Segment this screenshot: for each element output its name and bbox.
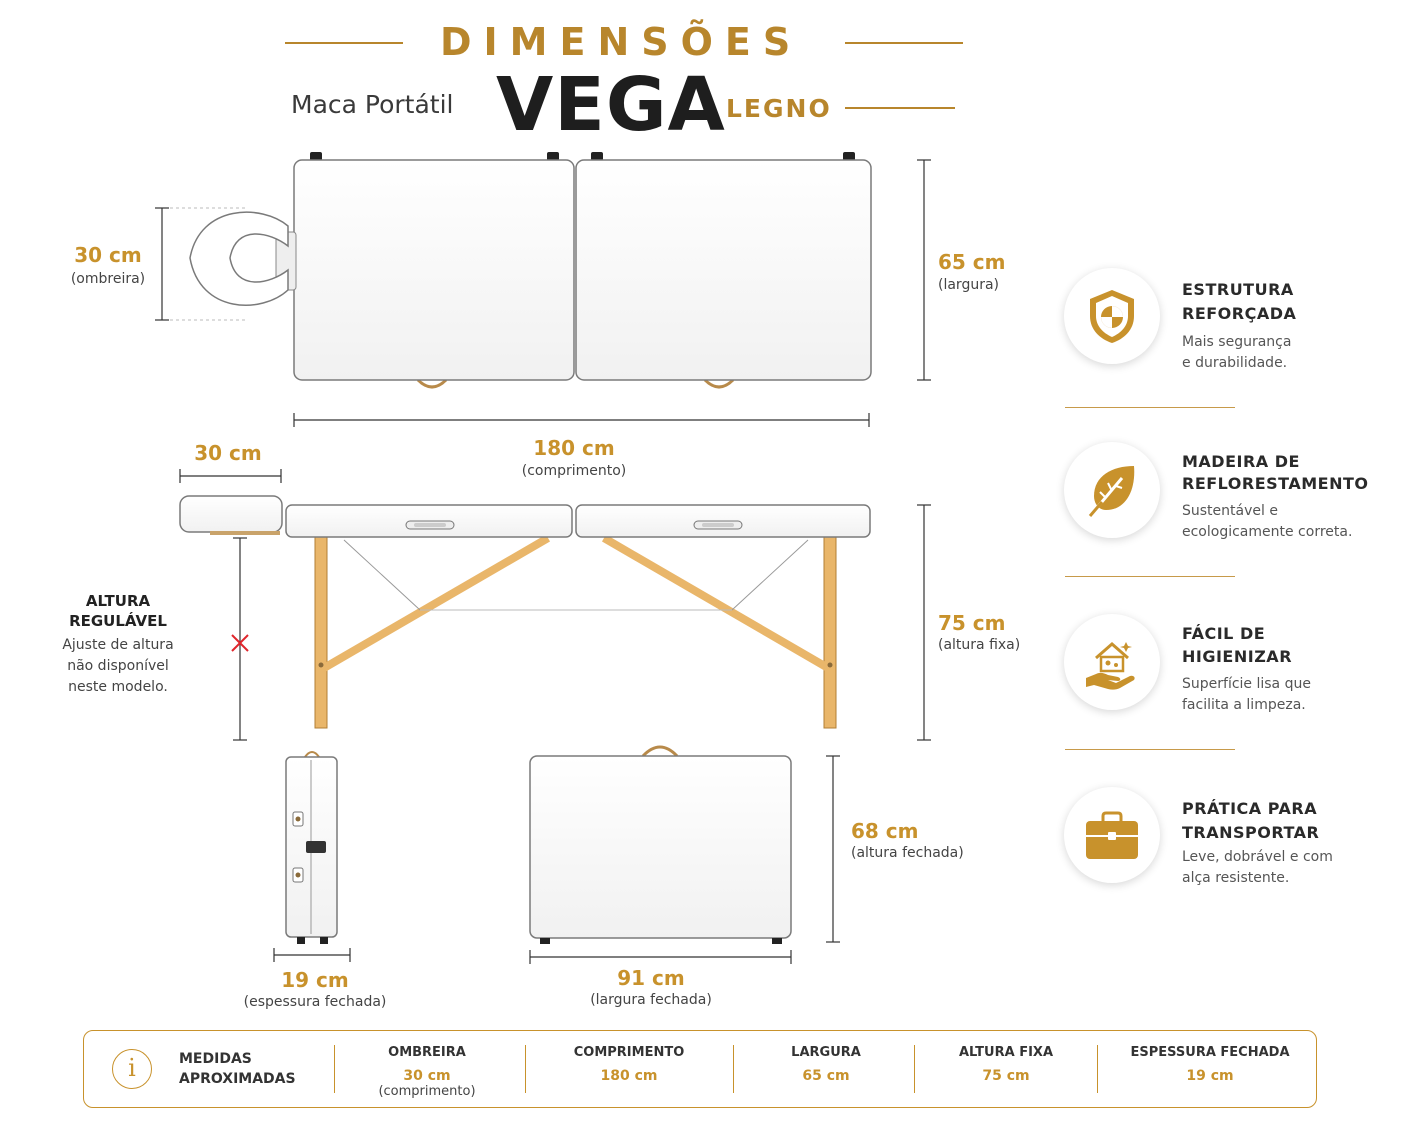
summary-column-value: 75 cm [982,1068,1030,1084]
feature-title: HIGIENIZAR [1182,647,1293,666]
feature-divider [1065,407,1235,408]
summary-divider [334,1045,335,1093]
height-closed-value: 68 cm [851,819,919,843]
summary-label-line2: APROXIMADAS [179,1071,296,1087]
summary-column-espessura: ESPESSURA FECHADA 19 cm [1130,1045,1289,1084]
feature-title: PRÁTICA PARA [1182,799,1318,818]
feature-text: ecologicamente correta. [1182,524,1353,540]
adjustable-text-line3: neste modelo. [68,679,168,695]
closed-front-view [529,745,840,964]
shield-icon [1090,290,1134,343]
feature-text: Leve, dobrável e com [1182,849,1333,865]
feature-title: TRANSPORTAR [1182,823,1320,842]
feature-icon-circle [1064,614,1160,710]
feature-divider [1065,749,1235,750]
measurements-summary: i MEDIDAS APROXIMADAS OMBREIRA 30 cm (co… [83,1030,1317,1108]
feature-text: alça resistente. [1182,870,1290,886]
product-subtitle: Maca Portátil [291,90,454,119]
feature-title: ESTRUTURA [1182,280,1294,299]
height-note: (altura fixa) [938,637,1021,653]
adjustable-text-line2: não disponível [67,658,169,674]
adjustable-title-line2: REGULÁVEL [69,612,167,630]
summary-label: MEDIDAS APROXIMADAS [179,1049,296,1089]
feature-title: MADEIRA DE [1182,452,1300,471]
feature-icon-circle [1064,787,1160,883]
side-view [179,469,931,741]
summary-column-header: ALTURA FIXA [958,1045,1054,1060]
summary-column-header: COMPRIMENTO [573,1045,685,1060]
info-icon: i [112,1049,152,1089]
summary-column-header: OMBREIRA [388,1045,466,1060]
width-closed-value: 91 cm [617,966,685,990]
summary-column-value: 65 cm [802,1068,850,1084]
summary-column-altura-fixa: ALTURA FIXA 75 cm [959,1045,1053,1084]
headrest-width-value: 30 cm [74,243,142,267]
headrest-length-value: 30 cm [194,441,262,465]
feature-title: FÁCIL DE [1182,624,1266,643]
thickness-closed-value: 19 cm [281,968,349,992]
summary-label-line1: MEDIDAS [179,1051,252,1067]
width-value: 65 cm [938,250,1006,274]
summary-divider [525,1045,526,1093]
summary-column-largura: LARGURA 65 cm [791,1045,861,1084]
closed-side-view [273,751,351,962]
feature-icon-circle [1064,442,1160,538]
thickness-closed-note: (espessura fechada) [243,994,387,1010]
header-rule-left [285,42,403,44]
summary-column-value: 19 cm [1186,1068,1234,1084]
feature-text: e durabilidade. [1182,355,1288,371]
adjustable-text-line1: Ajuste de altura [62,637,174,653]
width-note: (largura) [938,277,999,293]
length-note: (comprimento) [521,463,627,479]
height-value: 75 cm [938,611,1006,635]
summary-column-value: 30 cm [403,1068,451,1084]
summary-divider [733,1045,734,1093]
height-closed-note: (altura fechada) [851,845,964,861]
headrest-width-note: (ombreira) [70,271,146,287]
adjustable-title-line1: ALTURA [85,592,151,610]
summary-column-comprimento: COMPRIMENTO 180 cm [574,1045,685,1084]
feature-icon-circle [1064,268,1160,364]
summary-column-value: 180 cm [600,1068,658,1084]
page-title: DIMENSÕES [440,20,803,64]
feature-divider [1065,576,1235,577]
width-closed-note: (largura fechada) [590,992,712,1008]
feature-title: REFLORESTAMENTO [1182,474,1369,493]
briefcase-icon [1086,811,1138,859]
feature-text: Sustentável e [1182,503,1278,519]
summary-divider [914,1045,915,1093]
feature-text: Mais segurança [1182,334,1292,350]
summary-column-note: (comprimento) [378,1084,476,1099]
header-rule-right-lower [845,107,955,109]
feature-text: facilita a limpeza. [1182,697,1306,713]
summary-column-ombreira: OMBREIRA 30 cm (comprimento) [378,1045,475,1099]
length-value: 180 cm [533,436,615,460]
summary-column-header: ESPESSURA FECHADA [1130,1045,1290,1060]
top-view [155,152,931,427]
summary-column-header: LARGURA [791,1045,861,1060]
summary-divider [1097,1045,1098,1093]
feature-text: Superfície lisa que [1182,676,1311,692]
leaf-icon [1088,466,1135,517]
feature-title: REFORÇADA [1182,304,1297,323]
clean-hand-icon [1086,642,1135,690]
product-variant: LEGNO [726,94,832,123]
product-model: VEGA [496,62,726,148]
header-rule-right [845,42,963,44]
